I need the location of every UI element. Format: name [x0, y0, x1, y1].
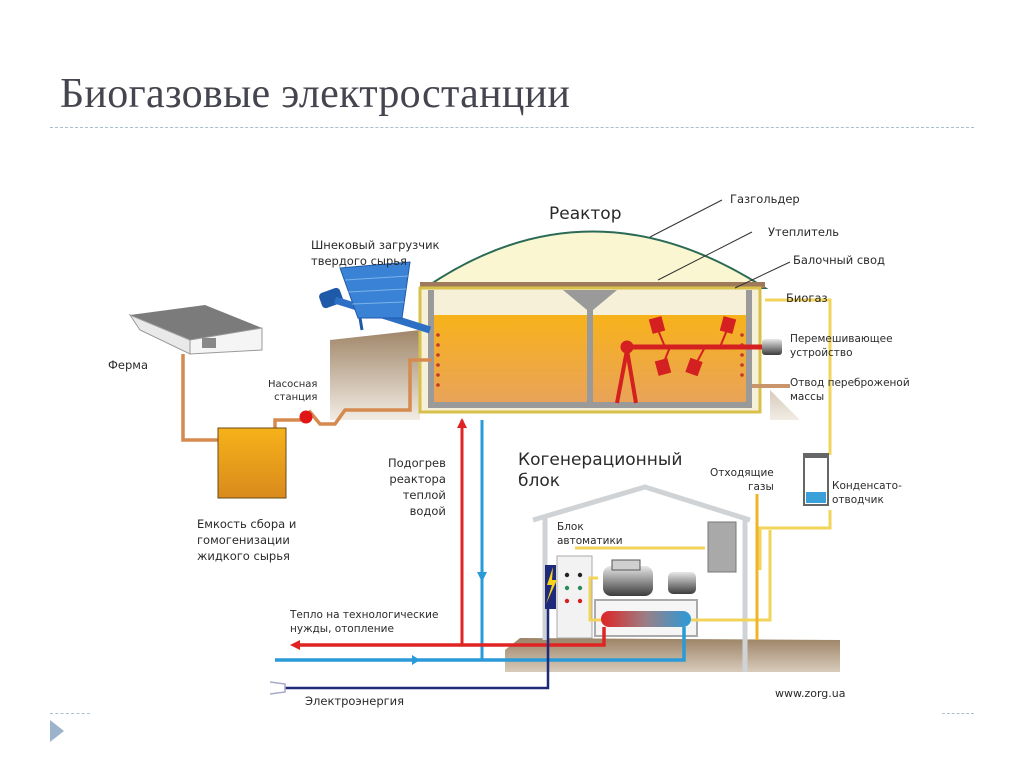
- beam-vault: [420, 282, 765, 288]
- label-insulation: Утеплитель: [768, 225, 840, 239]
- gas-engine: [603, 566, 653, 596]
- power-line: [285, 609, 550, 690]
- reactor-column: [563, 290, 617, 404]
- mixer-device: [615, 316, 765, 404]
- label-automation-unit: Блок автоматики: [557, 521, 623, 547]
- footer-rule-right: [942, 713, 974, 714]
- title-divider: [50, 127, 974, 128]
- heat-exchanger: [601, 611, 691, 627]
- label-screw-loader: Шнековый загрузчик твердого сырья: [311, 238, 440, 268]
- label-process-heat: Тепло на технологические нужды, отоплени…: [290, 609, 439, 635]
- label-mixer: Перемешивающее устройство: [790, 333, 893, 359]
- label-gasholder: Газгольдер: [730, 192, 800, 206]
- automation-cabinet: [556, 555, 593, 639]
- label-pump-station: Насосная станция: [268, 379, 318, 403]
- label-digestate-outlet: Отвод переброженой массы: [790, 377, 910, 403]
- label-cogeneration-unit: Когенерационный блок: [518, 450, 683, 491]
- feed-pipe: [181, 354, 432, 442]
- mixer-motor: [762, 339, 782, 355]
- slide-bullet-icon: [50, 720, 64, 742]
- label-farm: Ферма: [108, 358, 148, 372]
- label-source: www.zorg.ua: [775, 687, 846, 700]
- label-electricity: Электроэнергия: [305, 694, 405, 708]
- gas-lines: [575, 298, 832, 622]
- label-reactor-heating: Подогрев реактора теплой водой: [388, 456, 446, 518]
- gasholder-dome: [421, 230, 769, 289]
- lightning-icon: [546, 567, 557, 604]
- farm-building: [128, 305, 263, 355]
- leader-lines: [649, 199, 791, 289]
- generator: [668, 572, 696, 594]
- slide-title: Биогазовые электростанции: [60, 71, 571, 117]
- label-reactor: Реактор: [549, 204, 622, 224]
- automation-buttons: [564, 572, 583, 604]
- footer-rule-left: [50, 713, 90, 714]
- control-cabinet: [707, 521, 737, 573]
- cogeneration-ground: [505, 638, 840, 672]
- label-biogas: Биогаз: [786, 291, 828, 305]
- condensate-trap: [803, 453, 829, 506]
- label-collection-tank: Емкость сбора и гомогенизации жидкого сы…: [197, 517, 297, 563]
- power-plug-icon: [269, 681, 286, 695]
- label-exhaust-gases: Отходящие газы: [710, 467, 774, 493]
- label-condensate-trap: Конденсато- отводчик: [832, 480, 902, 506]
- process-heat-pipes: [275, 627, 686, 662]
- screw-loader: [319, 261, 432, 334]
- reactor-heating-pipes: [460, 420, 484, 660]
- label-beam-vault: Балочный свод: [793, 253, 885, 267]
- pump-station-icon: [299, 410, 313, 424]
- electrical-panel: [545, 565, 556, 609]
- collection-tank: [217, 427, 287, 499]
